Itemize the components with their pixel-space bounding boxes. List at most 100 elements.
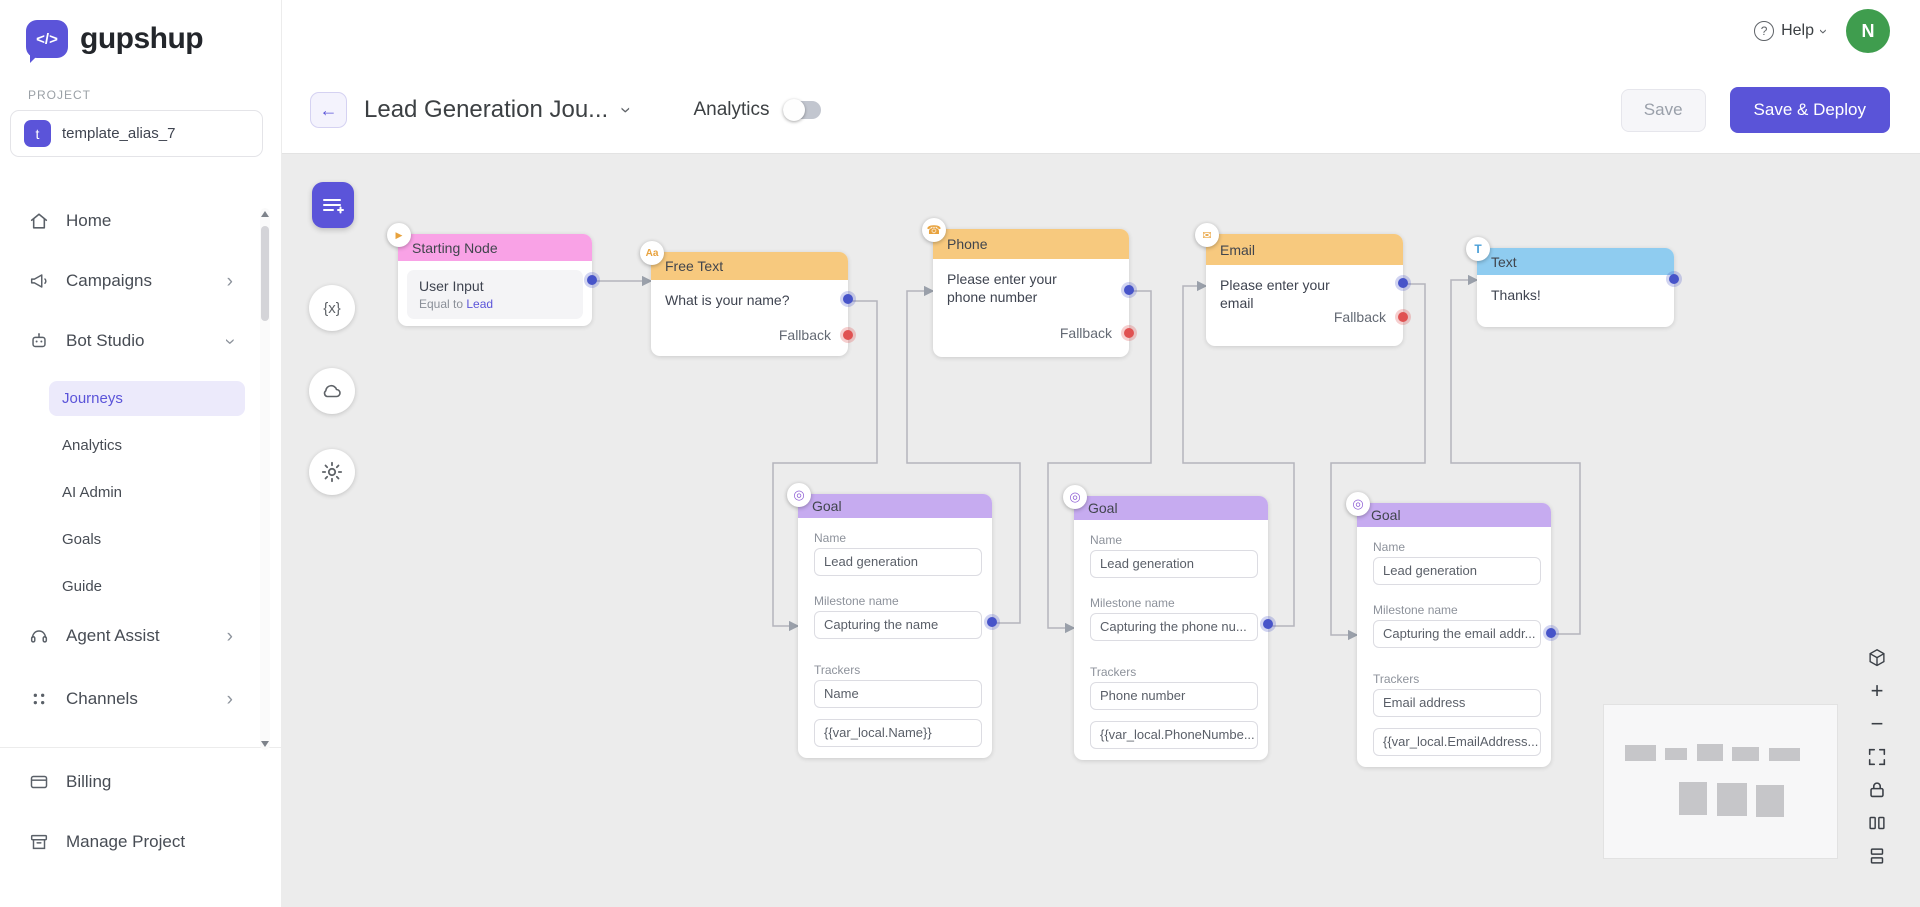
goal-node-1[interactable]: ◎ Goal Name Lead generation Milestone na… <box>787 483 997 758</box>
starting-node-title: Starting Node <box>398 234 592 261</box>
output-port[interactable] <box>843 294 853 304</box>
sidebar-item-bot-studio[interactable]: Bot Studio › <box>0 317 281 365</box>
output-port[interactable] <box>1398 278 1408 288</box>
phone-node[interactable]: ☎ Phone Please enter your phone number F… <box>922 218 1134 357</box>
lock-button[interactable] <box>1862 776 1892 804</box>
sidebar-item-goals[interactable]: Goals <box>49 522 245 557</box>
settings-tool-button[interactable] <box>309 449 355 495</box>
project-avatar: t <box>24 120 51 147</box>
goal-name-input[interactable]: Lead generation <box>1090 550 1258 578</box>
sidebar-divider <box>0 747 281 748</box>
fallback-port[interactable] <box>1398 312 1408 322</box>
starting-condition-value-link[interactable]: Lead <box>466 297 494 311</box>
zoom-out-button[interactable]: − <box>1862 710 1892 738</box>
phone-node-title: Phone <box>933 229 1129 259</box>
sidebar-item-ai-admin[interactable]: AI Admin <box>49 475 245 510</box>
user-avatar[interactable]: N <box>1846 9 1890 53</box>
layout-vertical-button[interactable] <box>1862 809 1892 837</box>
sidebar-item-agent-assist[interactable]: Agent Assist › <box>0 612 281 660</box>
output-port[interactable] <box>1546 628 1556 638</box>
goal-tracker-input[interactable]: Email address <box>1373 689 1541 717</box>
fallback-port[interactable] <box>1124 328 1134 338</box>
layout-horizontal-button[interactable] <box>1862 842 1892 870</box>
journey-title[interactable]: Lead Generation Jou... <box>364 96 609 123</box>
chevron-right-icon: › <box>226 688 233 710</box>
starting-node[interactable]: ▶ Starting Node User Input Equal to Lead <box>387 223 597 326</box>
starting-node-condition[interactable]: User Input Equal to Lead <box>407 270 583 319</box>
sidebar-item-label: Bot Studio <box>66 331 145 350</box>
sidebar-item-channels[interactable]: Channels › <box>0 675 281 723</box>
fit-view-button[interactable] <box>1862 743 1892 771</box>
sidebar-item-guide[interactable]: Guide <box>49 569 245 604</box>
output-port[interactable] <box>1669 274 1679 284</box>
goal-milestone-input[interactable]: Capturing the phone nu... <box>1090 613 1258 641</box>
sidebar-item-label: Home <box>66 211 112 230</box>
goal-variable-input[interactable]: {{var_local.EmailAddress... <box>1373 728 1541 756</box>
free-text-node[interactable]: Aa Free Text What is your name? Fallback <box>640 241 853 356</box>
goal-tracker-input[interactable]: Phone number <box>1090 682 1258 710</box>
connection-wires <box>592 274 1581 641</box>
goal-node-title: Goal <box>798 494 992 518</box>
goal-milestone-input[interactable]: Capturing the email addr... <box>1373 620 1541 648</box>
zoom-in-button[interactable]: + <box>1862 677 1892 705</box>
project-section-label: PROJECT <box>28 88 92 102</box>
sidebar-scrollbar[interactable] <box>260 208 270 750</box>
scrollbar-thumb[interactable] <box>261 226 269 321</box>
goal-tracker-input[interactable]: Name <box>814 680 982 708</box>
save-button[interactable]: Save <box>1620 88 1706 132</box>
email-node[interactable]: ✉ Email Please enter your email Fallback <box>1195 223 1408 346</box>
help-menu[interactable]: ? Help › <box>1754 21 1832 41</box>
starting-condition-type: User Input <box>419 278 484 294</box>
sidebar-item-analytics[interactable]: Analytics <box>49 428 245 463</box>
project-selector[interactable]: t template_alias_7 <box>10 110 263 157</box>
node-list-icon <box>323 199 344 214</box>
goal-node-2[interactable]: ◎ Goal Name Lead generation Milestone na… <box>1063 485 1273 760</box>
output-port[interactable] <box>1124 285 1134 295</box>
scroll-down-arrow[interactable] <box>261 741 269 747</box>
analytics-toggle[interactable] <box>782 99 821 121</box>
output-port[interactable] <box>1263 619 1273 629</box>
sidebar-item-manage-project[interactable]: Manage Project <box>0 818 281 866</box>
minimap[interactable] <box>1604 705 1837 858</box>
minimap-node <box>1717 783 1747 816</box>
save-deploy-button[interactable]: Save & Deploy <box>1729 87 1890 133</box>
minimap-node <box>1679 782 1707 815</box>
cube-3d-button[interactable] <box>1862 644 1892 672</box>
sidebar-item-billing[interactable]: Billing <box>0 758 281 806</box>
add-node-menu-button[interactable] <box>312 182 354 228</box>
scroll-up-arrow[interactable] <box>261 211 269 217</box>
output-port[interactable] <box>587 275 597 285</box>
gupshup-logo[interactable]: </> gupshup <box>0 0 281 63</box>
fallback-label: Fallback <box>1059 325 1112 341</box>
minimap-node <box>1769 748 1800 761</box>
goal-icon: ◎ <box>787 483 811 507</box>
toggle-knob <box>782 99 805 121</box>
output-port[interactable] <box>987 617 997 627</box>
phone-question: Please enter your phone number <box>947 271 1057 305</box>
headset-icon <box>28 625 50 647</box>
goal-variable-input[interactable]: {{var_local.Name}} <box>814 719 982 747</box>
gupshup-logo-icon: </> <box>26 20 68 63</box>
goal-trackers-label: Trackers <box>814 663 861 677</box>
fallback-port[interactable] <box>843 330 853 340</box>
cloud-tool-button[interactable] <box>309 368 355 414</box>
sidebar-item-home[interactable]: Home <box>0 197 281 245</box>
sidebar-item-campaigns[interactable]: Campaigns › <box>0 257 281 305</box>
journey-title-dropdown-icon[interactable]: › <box>615 106 637 114</box>
variables-tool-button[interactable]: {x} <box>309 285 355 331</box>
cube-icon <box>1869 648 1885 667</box>
goal-node-3[interactable]: ◎ Goal Name Lead generation Milestone na… <box>1346 492 1556 767</box>
text-node[interactable]: T Text Thanks! <box>1466 237 1679 327</box>
goal-milestone-input[interactable]: Capturing the name <box>814 611 982 639</box>
text-node-title: Text <box>1477 248 1674 275</box>
goal-variable-input[interactable]: {{var_local.PhoneNumbe... <box>1090 721 1258 749</box>
minimap-node <box>1625 745 1656 761</box>
back-button[interactable]: ← <box>310 92 347 128</box>
sidebar-item-journeys[interactable]: Journeys <box>49 381 245 416</box>
flow-canvas[interactable]: {x} ▶ Starting Node User Input Equal to … <box>282 153 1920 907</box>
goal-name-input[interactable]: Lead generation <box>814 548 982 576</box>
goal-milestone-label: Milestone name <box>814 594 899 608</box>
megaphone-icon <box>28 270 50 292</box>
sidebar-item-label: Billing <box>66 772 112 791</box>
goal-name-input[interactable]: Lead generation <box>1373 557 1541 585</box>
